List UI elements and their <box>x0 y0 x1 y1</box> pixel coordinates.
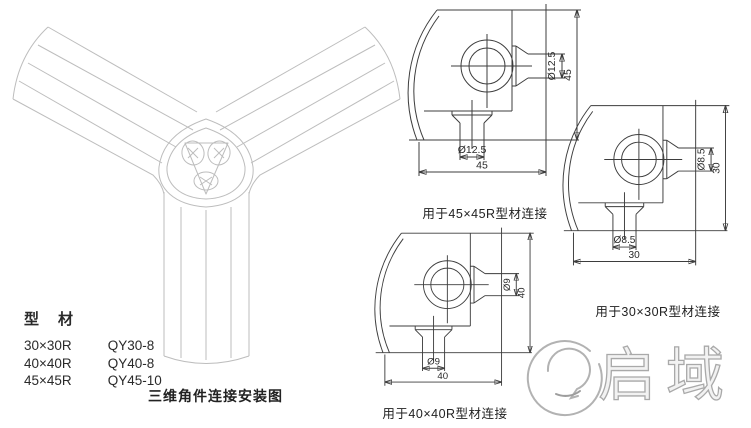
drawing-45x45R: Ø12.5 45 Ø12.5 45 <box>407 4 581 176</box>
spec-row: 30×30R QY30-8 <box>24 337 162 355</box>
dim-label-size-bottom: 30 <box>628 250 640 261</box>
dim-label-size-bottom: 40 <box>437 371 448 382</box>
bracket-outline <box>562 99 730 266</box>
profile-size: 30×30R <box>24 338 72 353</box>
bore-circle-inner <box>468 47 506 85</box>
dim-label-bore-bottom: Ø9 <box>427 357 440 368</box>
dim-label-bore-right: Ø8.5 <box>696 148 707 170</box>
dim-label-bore-bottom: Ø8.5 <box>614 235 636 246</box>
profile-spec-table: 型 材 30×30R QY30-8 40×40R QY40-8 45×45R Q… <box>24 308 162 390</box>
bore-circle-inner <box>621 141 657 178</box>
screw-hole <box>181 140 205 166</box>
caption-30x30R: 用于30×30R型材连接 <box>595 305 721 319</box>
spec-header: 型 材 <box>24 311 76 328</box>
caption-40x40R: 用于40×40R型材连接 <box>382 407 508 421</box>
logo-text: 启域 <box>597 342 735 408</box>
part-number: QY40-8 <box>107 355 155 371</box>
dim-label-size-right: 30 <box>712 162 723 174</box>
caption-45x45R: 用于45×45R型材连接 <box>422 207 548 221</box>
bracket-outline <box>407 4 581 176</box>
screw-cross-icon <box>199 176 213 186</box>
drawing-30x30R: Ø8.5 30 Ø8.5 30 <box>562 99 730 266</box>
screw-cross-icon <box>213 147 225 159</box>
drawing-40x40R: Ø9 40 Ø9 40 <box>374 227 534 386</box>
profile-size: 45×45R <box>24 373 72 388</box>
dim-label-bore-bottom: Ø12.5 <box>458 144 487 156</box>
bore-circle <box>423 260 472 309</box>
part-number: QY45-10 <box>107 373 162 388</box>
spec-row: 45×45R QY45-10 <box>24 372 162 390</box>
dim-label-bore-right: Ø12.5 <box>546 52 558 81</box>
dim-label-size-right: 40 <box>517 288 528 299</box>
profile-size: 40×40R <box>24 355 72 371</box>
profile-arms <box>12 26 401 364</box>
bore-circle-inner <box>430 267 465 302</box>
corner-connector <box>158 118 254 208</box>
dim-label-bore-right: Ø9 <box>502 278 513 291</box>
screw-hole <box>193 171 219 191</box>
bracket-outline <box>374 227 534 386</box>
bore-circle <box>460 39 514 93</box>
dim-label-size-right: 45 <box>562 69 574 81</box>
dim-label-size-bottom: 45 <box>476 160 488 172</box>
brand-watermark: 启域 <box>518 330 748 425</box>
screw-hole <box>207 140 231 166</box>
bore-circle <box>613 134 665 186</box>
isometric-3d-view <box>12 26 401 364</box>
logo-q-icon <box>526 340 603 417</box>
part-number: QY30-8 <box>107 338 155 353</box>
iso-view-caption: 三维角件连接安装图 <box>148 388 283 404</box>
screw-cross-icon <box>187 147 199 159</box>
spec-row: 40×40R QY40-8 <box>24 355 162 373</box>
